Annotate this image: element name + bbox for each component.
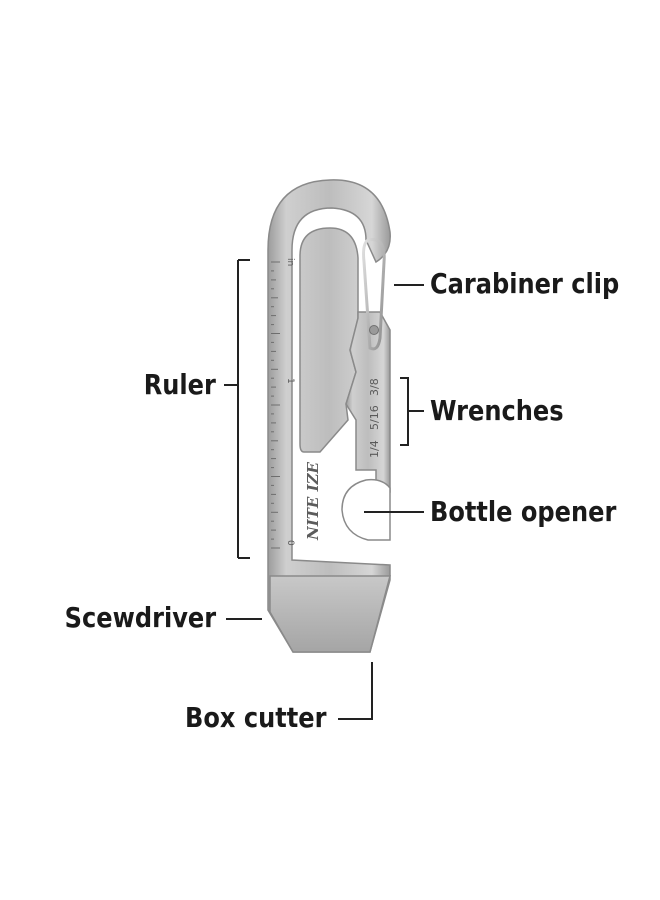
ruler-mark-1: 1: [285, 378, 295, 384]
carabiner-wire-gate: [362, 237, 386, 351]
ruler-ticks: [271, 261, 280, 549]
wrench-size-5-16: 5/16: [368, 405, 381, 430]
wrench-size-1-4: 1/4: [368, 440, 381, 458]
label-carabiner-clip: Carabiner clip: [430, 267, 620, 300]
label-bottle-opener: Bottle opener: [430, 495, 617, 528]
label-wrenches: Wrenches: [430, 394, 564, 427]
bottle-opener-notch: [341, 478, 391, 541]
callout-lines: [224, 259, 424, 720]
label-box-cutter: Box cutter: [184, 701, 326, 734]
label-screwdriver: Scewdriver: [64, 601, 216, 634]
ruler-bracket: [224, 259, 250, 559]
wrenches-bracket: [400, 377, 424, 446]
wrench-size-3-8: 3/8: [368, 378, 381, 396]
ruler-mark-0: 0: [285, 540, 295, 546]
ruler-mark-in: in: [285, 258, 295, 266]
blade: [269, 575, 391, 653]
carabiner-rivet: [369, 325, 379, 335]
brand-logo-text: NITE IZE: [304, 461, 322, 541]
box-cutter-callout-line: [338, 662, 373, 720]
label-ruler: Ruler: [143, 368, 216, 401]
